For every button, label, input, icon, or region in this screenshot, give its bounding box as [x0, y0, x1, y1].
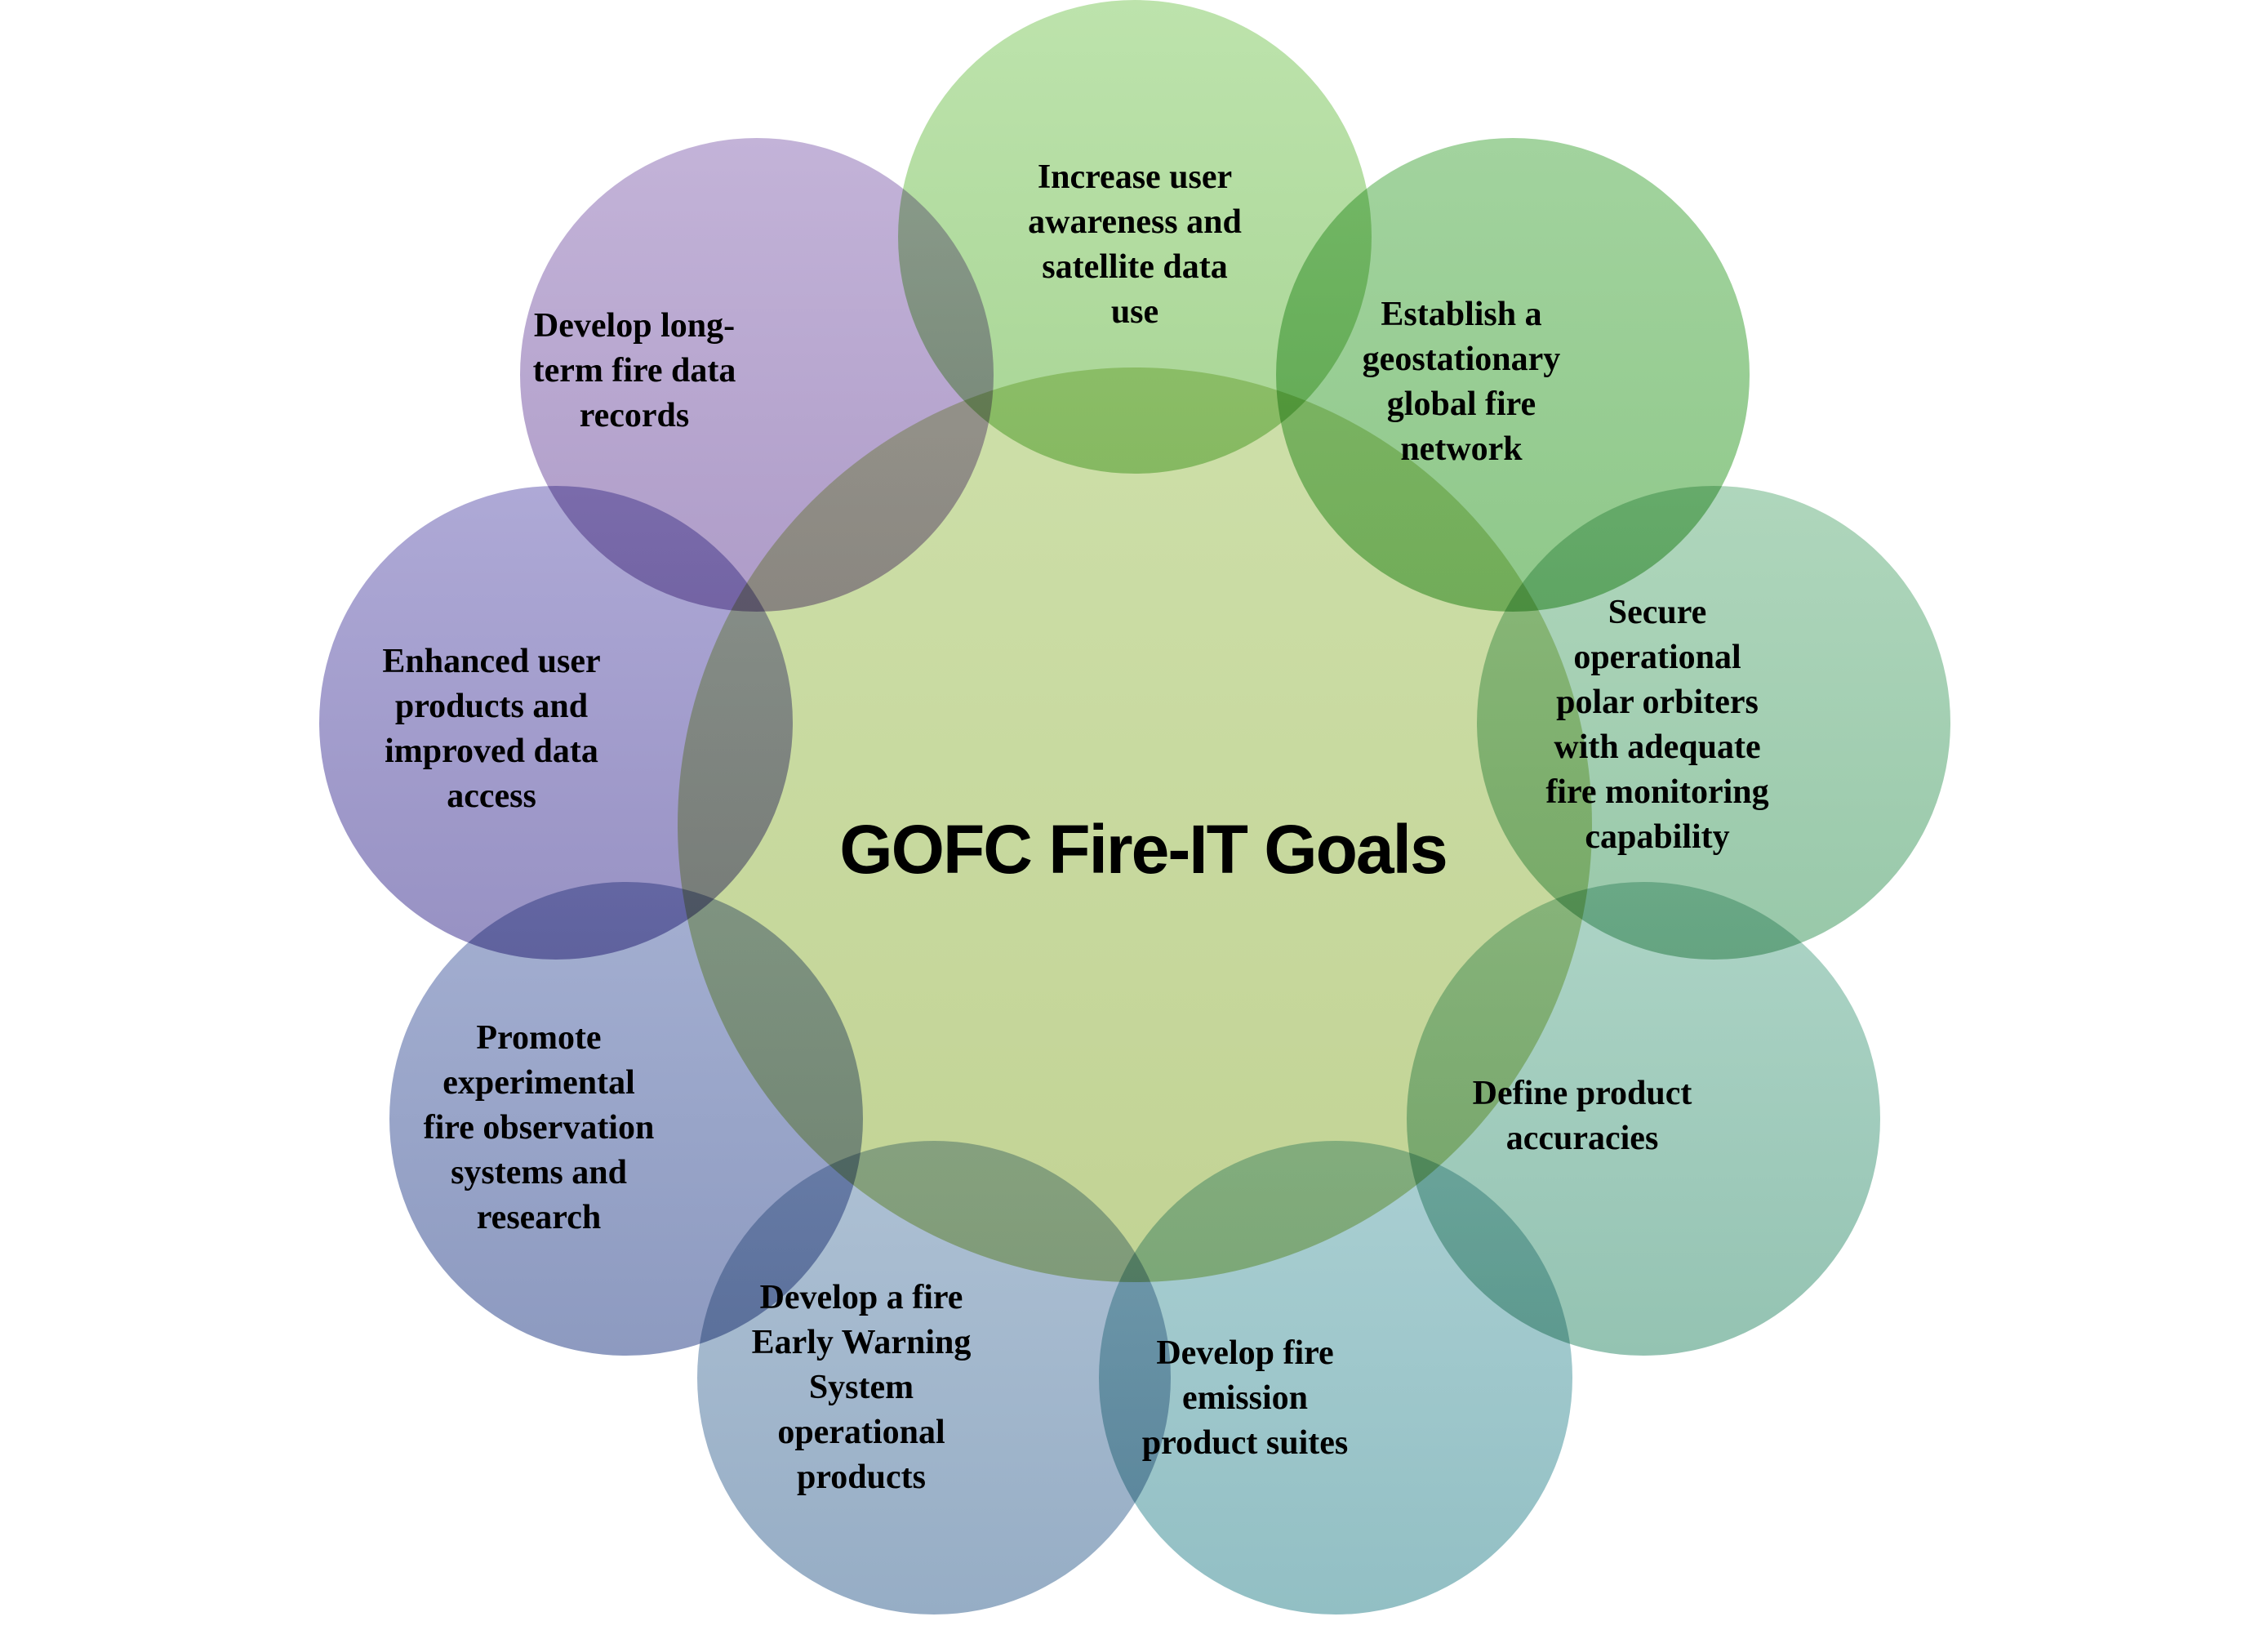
diagram-title: GOFC Fire-IT Goals — [839, 811, 1448, 888]
petal-circle-promote-experimental-systems — [389, 882, 863, 1356]
goal-label-promote-experimental-systems: Promote experimental fire observation sy… — [423, 1019, 655, 1236]
goal-label-secure-polar-orbiters: Secure operational polar orbiters with a… — [1545, 594, 1769, 856]
petal-circle-develop-long-term-records — [520, 138, 994, 612]
petal-circle-secure-polar-orbiters — [1477, 486, 1950, 960]
goal-label-increase-user-awareness: Increase user awareness and satellite da… — [1028, 158, 1242, 331]
goal-label-enhanced-user-products: Enhanced user products and improved data… — [382, 643, 601, 815]
goal-label-develop-long-term-records: Develop long- term fire data records — [532, 307, 736, 434]
petal-circle-develop-fire-emission-products — [1099, 1141, 1572, 1615]
goal-label-develop-fire-early-warning: Develop a fire Early Warning System oper… — [751, 1279, 972, 1496]
goal-label-define-product-accuracies: Define product accuracies — [1472, 1075, 1692, 1157]
goal-label-establish-geostationary-network: Establish a geostationary global fire ne… — [1362, 296, 1561, 468]
goal-label-develop-fire-emission-products: Develop fire emission product suites — [1141, 1334, 1349, 1462]
